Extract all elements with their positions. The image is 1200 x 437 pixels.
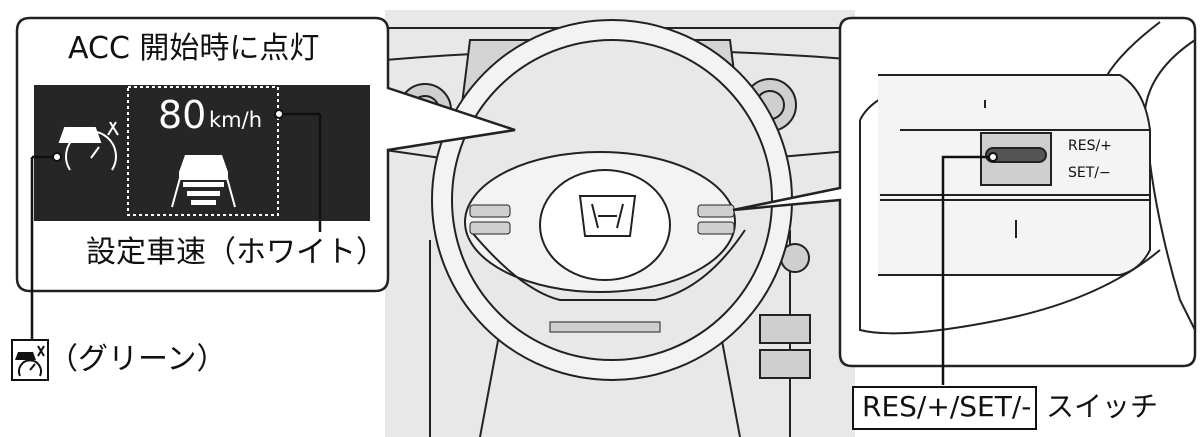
meter-display (34, 85, 370, 221)
leader-lines (30, 112, 322, 340)
switch-name-suffix: スイッチ (1046, 390, 1159, 423)
set-speed-highlight (127, 86, 279, 216)
callout-title: ACC 開始時に点灯 (68, 31, 320, 66)
res-label: RES/+ (1068, 138, 1112, 154)
car-ahead-icon (171, 155, 236, 208)
switch-leader (941, 155, 993, 385)
switch-name-box (852, 386, 1037, 430)
acc-indicator-icon (58, 121, 119, 171)
leader-endpoints (52, 109, 284, 162)
honda-logo-icon (578, 195, 637, 237)
switch-closeup (859, 21, 1196, 335)
indicator-color-label: （グリーン） (48, 342, 227, 377)
steering-wheel (431, 19, 793, 381)
set-label: SET/− (1068, 165, 1111, 181)
set-speed-label: 設定車速（ホワイト） (86, 235, 386, 270)
switch-name-boxed: RES/+/SET/- (862, 390, 1032, 423)
acc-indicator-icon-legend (11, 339, 49, 381)
set-speed-unit: km/h (209, 108, 263, 132)
set-speed-value: 80 (158, 93, 207, 137)
